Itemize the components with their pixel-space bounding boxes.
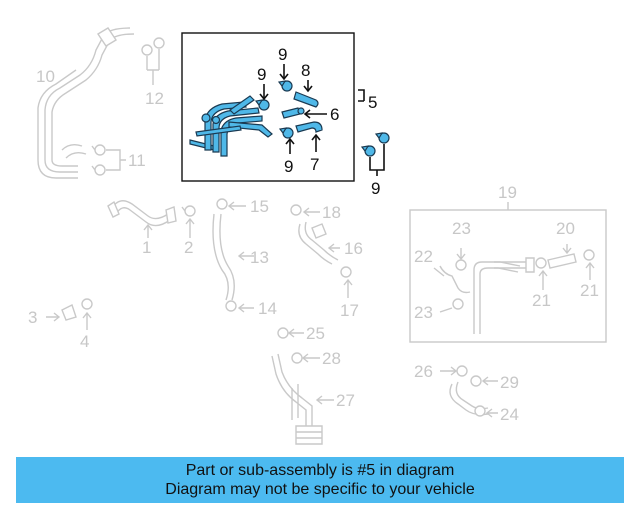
banner-line-1: Part or sub-assembly is #5 in diagram — [185, 462, 455, 479]
callout-18: 18 — [322, 203, 341, 222]
callout-3: 3 — [28, 308, 37, 327]
callout-8: 8 — [301, 61, 310, 80]
callout-28: 28 — [322, 349, 341, 368]
highlighted-hose-6 — [281, 107, 305, 119]
callout-23-b: 23 — [414, 303, 433, 322]
callout-10: 10 — [36, 67, 55, 86]
callout-13: 13 — [250, 248, 269, 267]
box-19 — [409, 209, 607, 343]
callout-6: 6 — [330, 105, 339, 124]
banner-line-2: Diagram may not be specific to your vehi… — [165, 481, 475, 498]
callout-21-b: 21 — [580, 281, 599, 300]
callout-27: 27 — [336, 391, 355, 410]
callout-9-b: 9 — [278, 45, 287, 64]
pipe-27 — [271, 327, 334, 445]
callout-12: 12 — [145, 89, 164, 108]
callout-4: 4 — [80, 332, 89, 351]
callout-2: 2 — [184, 238, 193, 257]
callout-9-c: 9 — [284, 157, 293, 176]
callout-25: 25 — [306, 324, 325, 343]
callout-20: 20 — [556, 219, 575, 238]
hose-13 — [212, 198, 254, 313]
callout-1: 1 — [142, 238, 151, 257]
hose-24 — [440, 365, 498, 418]
coolant-pipe-assembly — [37, 27, 135, 179]
hose-16 — [290, 204, 353, 298]
callout-17: 17 — [340, 301, 359, 320]
clamp-12-parts — [141, 37, 165, 85]
callout-9-a: 9 — [257, 65, 266, 84]
callout-5: 5 — [368, 93, 377, 112]
callout-26: 26 — [414, 362, 433, 381]
callout-22: 22 — [414, 247, 433, 266]
clamp-11-parts — [91, 144, 126, 176]
clamp-2 — [181, 205, 196, 238]
callout-29: 29 — [500, 373, 519, 392]
highlighted-hose-assembly — [189, 95, 273, 157]
pipe-assembly-19 — [433, 244, 595, 334]
highlighted-clamps-9 — [254, 80, 390, 157]
plug-3-4 — [46, 298, 93, 330]
highlighted-hose-7 — [295, 121, 323, 133]
hose-1 — [107, 200, 177, 238]
leader-lines-active — [259, 64, 385, 176]
callout-23-a: 23 — [452, 219, 471, 238]
callout-9-d: 9 — [371, 179, 380, 198]
highlight-box — [181, 32, 355, 182]
callout-11: 11 — [128, 151, 146, 170]
callout-7: 7 — [310, 155, 319, 174]
callout-15: 15 — [250, 197, 269, 216]
info-banner: Part or sub-assembly is #5 in diagram Di… — [16, 457, 624, 503]
callout-24: 24 — [500, 405, 519, 424]
callout-19: 19 — [498, 183, 517, 202]
callout-16: 16 — [344, 239, 363, 258]
callout-14: 14 — [258, 299, 277, 318]
highlighted-hose-8 — [293, 91, 319, 108]
callout-21-a: 21 — [532, 291, 551, 310]
